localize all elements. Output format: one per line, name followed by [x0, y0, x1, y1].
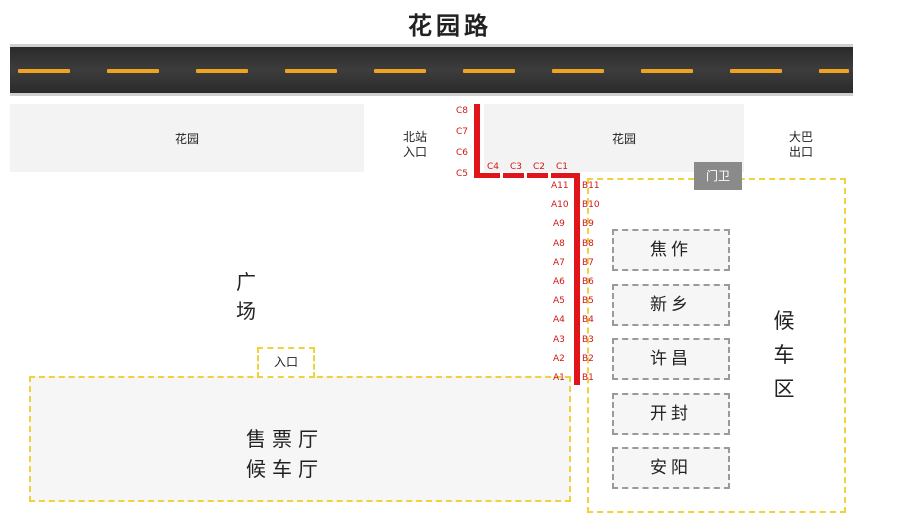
- destination-box: 安阳: [612, 447, 730, 489]
- road: [10, 44, 853, 96]
- destination-box: 许昌: [612, 338, 730, 380]
- bay-label: C3: [510, 162, 523, 172]
- road-lane-marking: [552, 69, 604, 73]
- bay-line-c-vertical: [474, 104, 480, 178]
- bay-label: A7: [553, 257, 565, 268]
- ticket-hall-line-1: 售票厅: [246, 427, 324, 451]
- road-lane-marking: [730, 69, 782, 73]
- bay-line-ab: [574, 173, 580, 385]
- bay-label: B7: [582, 257, 594, 268]
- bay-label: A1: [553, 373, 565, 383]
- north-entrance-label: 北站 入口: [392, 130, 438, 160]
- bay-label: C7: [456, 127, 469, 137]
- bay-label: A11: [551, 181, 569, 191]
- bay-gap: [524, 173, 527, 178]
- north-entrance-line-2: 入口: [402, 145, 427, 159]
- bay-line-c-horizontal: [474, 173, 580, 178]
- garden-right: 花园: [484, 104, 744, 172]
- bay-label: A2: [553, 353, 565, 364]
- waiting-area-char-3: 区: [773, 377, 795, 401]
- bus-exit-label: 大巴 出口: [778, 130, 824, 160]
- north-entrance-line-1: 北站: [402, 130, 427, 144]
- bay-label: A4: [553, 315, 565, 326]
- ticket-hall-label: 售票厅 候车厅: [200, 424, 370, 484]
- bay-label: C5: [456, 169, 469, 179]
- bay-label: A10: [551, 200, 569, 211]
- waiting-area-label: 候 车 区: [764, 304, 804, 406]
- bay-label: A8: [553, 238, 565, 249]
- bay-label: B9: [582, 219, 594, 230]
- bay-gap: [500, 173, 503, 178]
- bay-label: B2: [582, 353, 594, 364]
- bay-label: A3: [553, 334, 565, 345]
- road-lane-marking: [196, 69, 248, 73]
- hall-entrance-label: 入口: [273, 355, 298, 369]
- ticket-hall: [29, 376, 571, 502]
- road-name: 花园路: [408, 12, 492, 40]
- bay-label: B4: [582, 315, 594, 326]
- garden-left: 花园: [10, 104, 364, 172]
- bay-label: C8: [456, 106, 469, 116]
- plaza-label: 广 场: [236, 270, 284, 323]
- waiting-area-char-2: 车: [773, 343, 795, 367]
- bay-label: A6: [553, 277, 565, 287]
- road-lane-marking: [819, 69, 849, 73]
- road-lane-marking: [463, 69, 515, 73]
- road-lane-marking: [107, 69, 159, 73]
- bay-label: B8: [582, 238, 594, 249]
- bay-label: B11: [582, 181, 600, 191]
- bus-exit-line-1: 大巴: [788, 130, 813, 144]
- hall-entrance: 入口: [257, 347, 315, 378]
- road-lane-marking: [374, 69, 426, 73]
- road-lane-marking: [18, 69, 70, 73]
- road-lane-marking: [641, 69, 693, 73]
- bay-label: B1: [582, 373, 594, 383]
- bay-label: A5: [553, 296, 565, 307]
- gatekeeper-booth: 门卫: [694, 162, 742, 190]
- destination-box: 新乡: [612, 283, 730, 326]
- bay-label: B5: [582, 296, 594, 307]
- bay-gap: [548, 173, 551, 178]
- destination-box: 开封: [612, 392, 730, 435]
- bay-label: B3: [582, 334, 594, 345]
- bay-label: C6: [456, 148, 469, 158]
- destination-box: 焦作: [612, 229, 730, 271]
- ticket-hall-line-2: 候车厅: [246, 457, 324, 481]
- bay-label: C1: [556, 162, 569, 172]
- waiting-area-char-1: 候: [773, 309, 795, 333]
- road-lane-marking: [285, 69, 337, 73]
- bay-label: C2: [533, 162, 546, 172]
- garden-left-label: 花园: [174, 132, 199, 146]
- bay-label: A9: [553, 219, 565, 230]
- bay-label: C4: [487, 162, 500, 172]
- bus-exit-line-2: 出口: [788, 145, 813, 159]
- bay-label: B10: [582, 200, 600, 211]
- bay-label: B6: [582, 277, 594, 287]
- garden-right-label: 花园: [611, 132, 636, 146]
